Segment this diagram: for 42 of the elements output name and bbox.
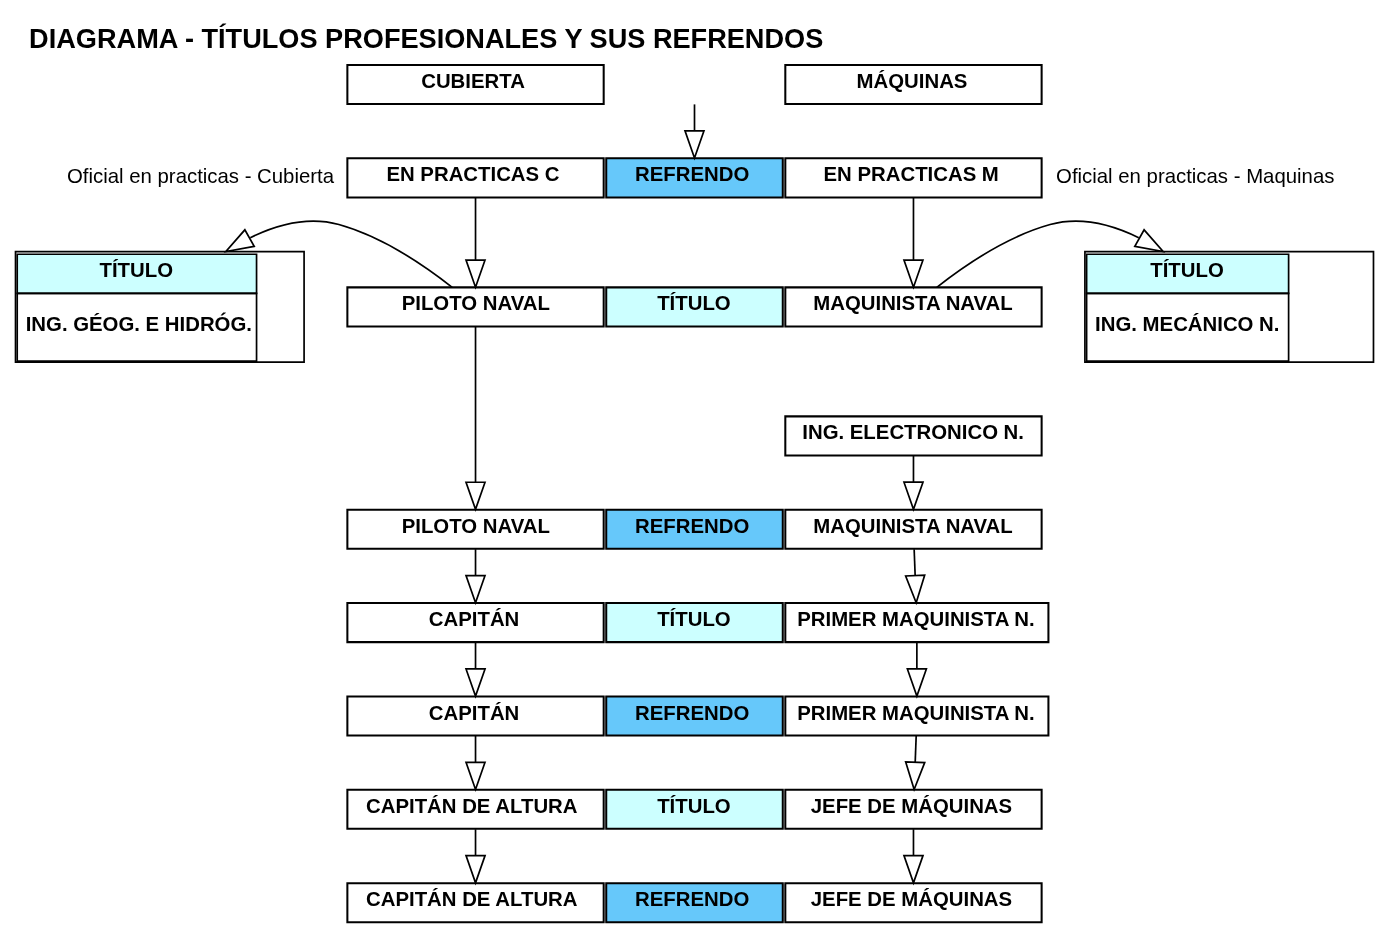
arrow <box>906 641 928 699</box>
node-box: PRIMER MAQUINISTA N. <box>784 602 1050 644</box>
node-box: PILOTO NAVAL <box>346 286 605 328</box>
node-box: REFRENDO <box>605 508 784 550</box>
arrow <box>464 548 487 606</box>
node-box: JEFE DE MÁQUINAS <box>784 882 1043 924</box>
node-box: PILOTO NAVAL <box>346 508 605 550</box>
node-box: PRIMER MAQUINISTA N. <box>784 695 1050 737</box>
node-box: MÁQUINAS <box>784 63 1043 105</box>
node-box: MAQUINISTA NAVAL <box>784 508 1043 550</box>
arrow <box>464 828 487 886</box>
node-box: REFRENDO <box>605 695 784 737</box>
node-box: TÍTULO <box>605 602 784 644</box>
arrow <box>683 103 706 161</box>
node-box: TÍTULO <box>605 788 784 830</box>
arrow <box>904 735 926 793</box>
node-box: CAPITÁN <box>346 695 605 737</box>
arrow <box>902 828 925 886</box>
arrow <box>902 454 925 512</box>
node-label: Oficial en practicas - Maquinas <box>1056 165 1335 188</box>
node-box: REFRENDO <box>605 882 784 924</box>
node-box: JEFE DE MÁQUINAS <box>784 788 1043 830</box>
node-box: MAQUINISTA NAVAL <box>784 286 1043 328</box>
arrow <box>464 735 487 793</box>
node-box: REFRENDO <box>605 157 784 199</box>
node-box: EN PRACTICAS C <box>346 157 605 199</box>
node-box: CAPITÁN DE ALTURA <box>346 788 605 830</box>
arrow <box>464 641 487 699</box>
node-label: Oficial en practicas - Cubierta <box>67 165 335 188</box>
node-box: CAPITÁN <box>346 602 605 644</box>
arrow <box>464 325 487 512</box>
arrow <box>935 220 1166 289</box>
node-box: ING. ELECTRONICO N. <box>784 415 1043 457</box>
arrow <box>464 196 487 290</box>
node-box: CUBIERTA <box>346 63 605 105</box>
arrow <box>223 220 454 289</box>
diagram-title: DIAGRAMA - TÍTULOS PROFESIONALES Y SUS REFRENDOS <box>29 22 824 54</box>
node-box: EN PRACTICAS M <box>784 157 1043 199</box>
arrow <box>902 196 925 290</box>
node-box: CAPITÁN DE ALTURA <box>346 882 605 924</box>
arrow <box>904 548 926 606</box>
node-box: TÍTULO <box>605 286 784 328</box>
